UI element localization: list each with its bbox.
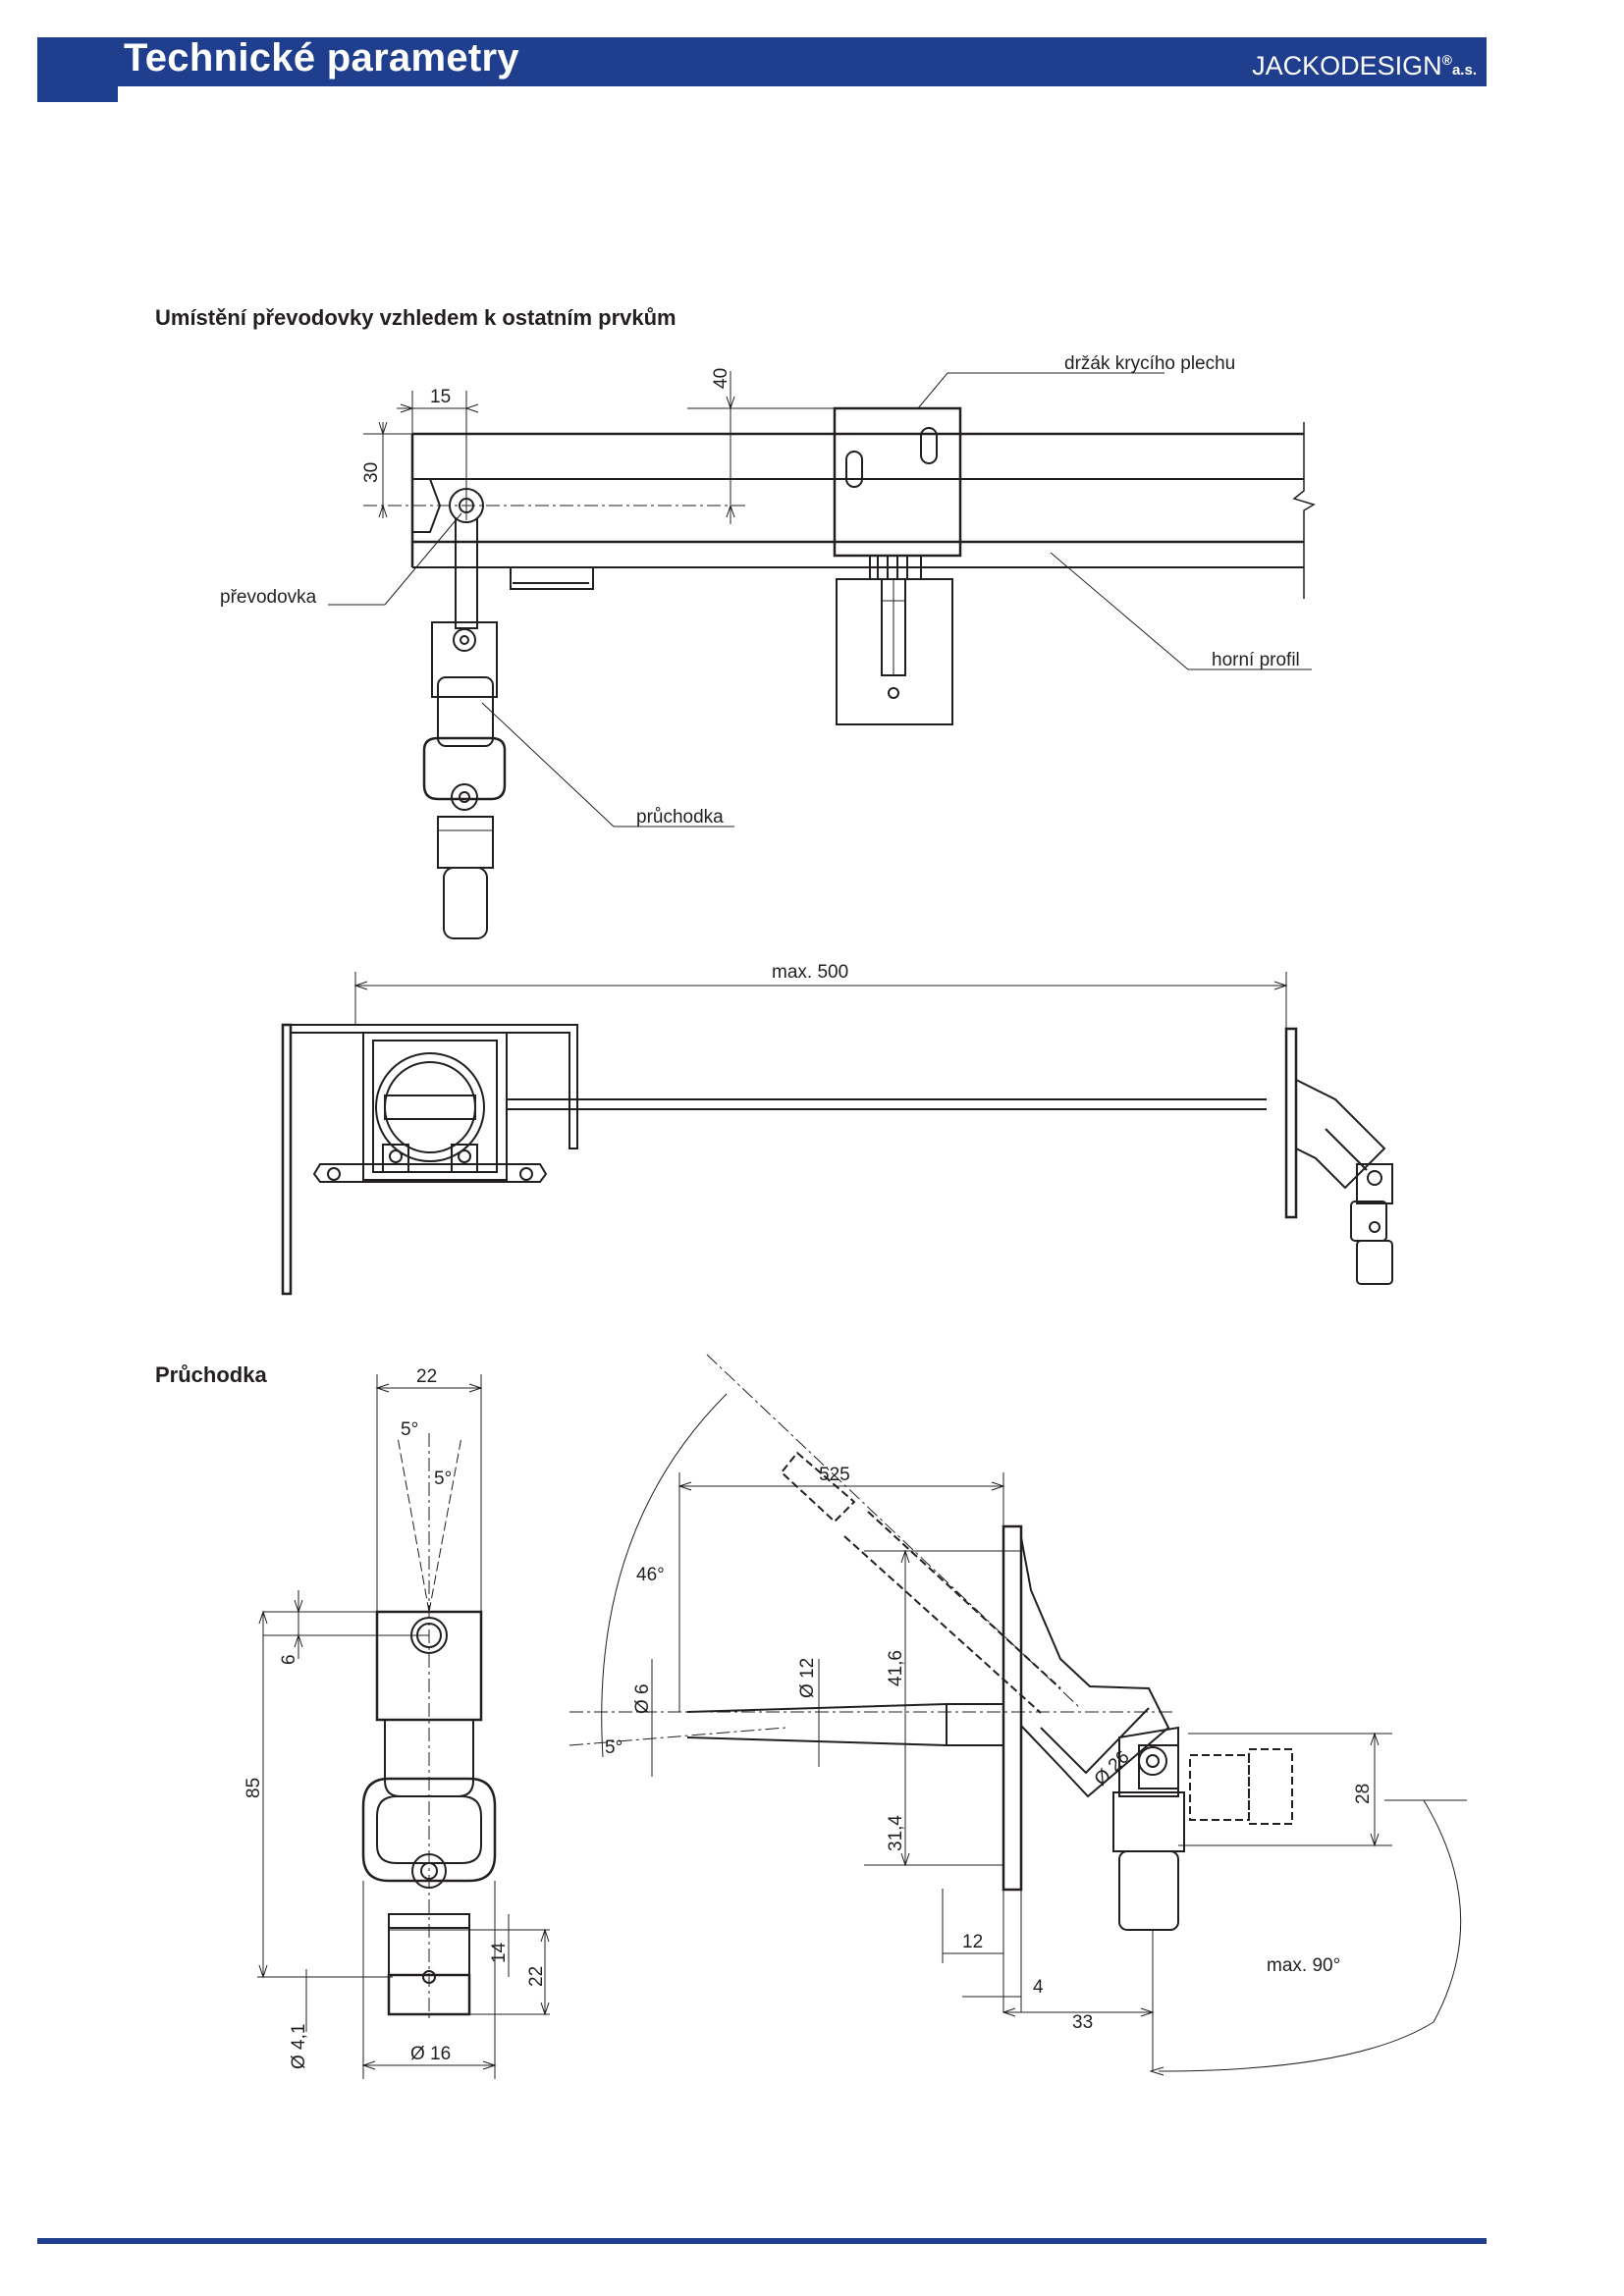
dim-22-side: 22 [526, 1966, 547, 1987]
dim-30: 30 [361, 462, 382, 483]
gearbox-drawing [412, 478, 484, 629]
angle-5-b: 5° [434, 1468, 452, 1489]
section-heading-bushing: Průchodka [155, 1362, 267, 1387]
section-heading-placement: Umístění převodovky vzhledem k ostatním … [155, 305, 677, 330]
max500-dimension [353, 972, 1288, 1029]
dim-28: 28 [1353, 1784, 1374, 1804]
dim-41-6: 41,6 [886, 1650, 906, 1686]
dim-40: 40 [711, 368, 731, 389]
header-bar-notch [37, 84, 118, 102]
bushing-small-drawing [422, 621, 507, 939]
dim-15: 15 [430, 387, 451, 407]
bushing-assembly-dimension-lines [568, 1354, 1467, 2076]
dim-14: 14 [489, 1942, 510, 1963]
label-cover-holder: držák krycího plechu [1064, 353, 1235, 374]
dim-12: 12 [962, 1932, 983, 1952]
dim-diameter-12: Ø 12 [797, 1658, 818, 1698]
dim-33: 33 [1072, 2012, 1093, 2033]
angle-max-90: max. 90° [1267, 1955, 1340, 1976]
dim-diameter-16: Ø 16 [410, 2044, 451, 2064]
label-bushing: průchodka [636, 807, 724, 828]
dim-diameter-6: Ø 6 [632, 1683, 653, 1714]
dim-525: 525 [819, 1465, 850, 1485]
header-bar [37, 37, 1487, 86]
section1-dimension-lines [328, 371, 1312, 828]
dim-85: 85 [244, 1778, 264, 1798]
dim-diameter-4-1: Ø 4,1 [289, 2024, 309, 2069]
brand-registered-mark: ® [1441, 52, 1452, 68]
dim-4: 4 [1033, 1977, 1044, 1998]
front-view-drawing [281, 1023, 1393, 1296]
dim-6: 6 [279, 1654, 299, 1665]
angle-5-c: 5° [605, 1737, 623, 1758]
footer-line [37, 2238, 1487, 2244]
bushing-assembly-drawing [686, 1451, 1293, 1931]
angle-5-a: 5° [401, 1419, 418, 1440]
bushing-side-dimension-lines [257, 1374, 550, 2079]
dim-max-500: max. 500 [772, 962, 848, 983]
dim-31-4: 31,4 [886, 1815, 906, 1851]
brand-suffix: a.s. [1451, 62, 1477, 79]
brand-name: JACKODESIGN [1252, 51, 1442, 80]
label-gearbox: převodovka [220, 587, 317, 608]
page-title: Technické parametry [124, 36, 519, 80]
label-top-profile: horní profil [1212, 650, 1300, 670]
top-profile-drawing [410, 422, 1316, 599]
brand-logo: JACKODESIGN®a.s. [1252, 51, 1477, 81]
cover-holder-drawing [833, 406, 962, 725]
dim-diameter-26: Ø 26 [1091, 1747, 1134, 1790]
dim-22-top: 22 [416, 1366, 437, 1387]
angle-46: 46° [636, 1565, 665, 1585]
